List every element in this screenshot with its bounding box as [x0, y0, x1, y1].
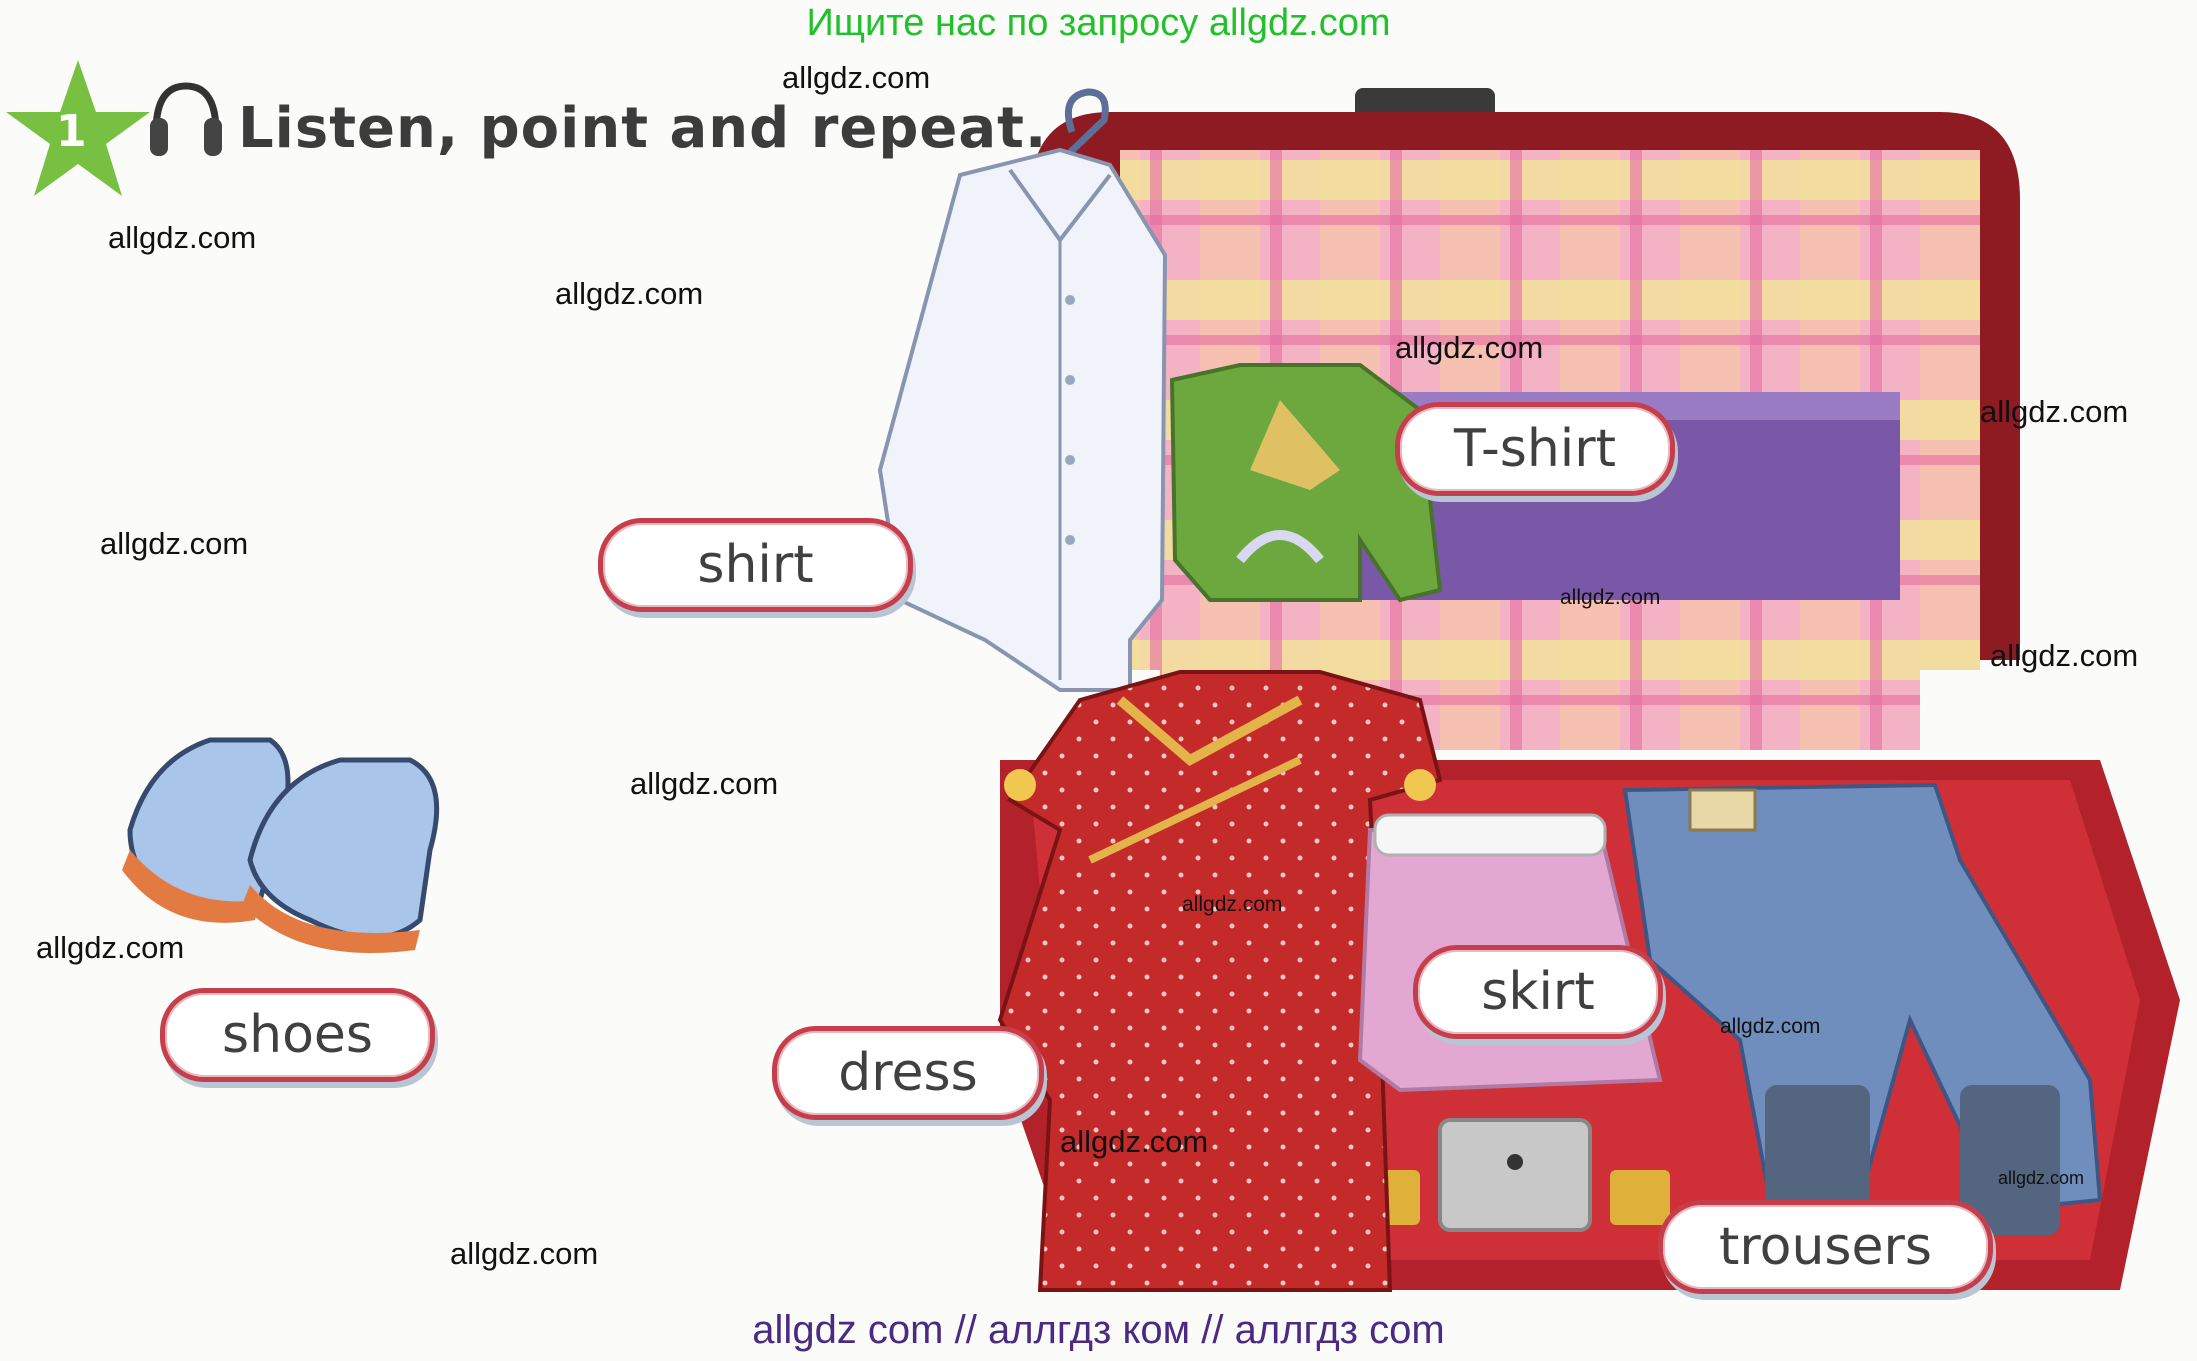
watermark: allgdz.com: [1998, 1168, 2085, 1188]
label-dress[interactable]: dress: [772, 1026, 1044, 1120]
exercise-number: 1: [56, 106, 87, 157]
label-skirt[interactable]: skirt: [1413, 945, 1663, 1039]
watermark: allgdz.com: [1980, 394, 2129, 429]
banner-bottom[interactable]: allgdz com // аллгдз ком // аллгдз com: [752, 1308, 1445, 1352]
shoes-illustration: [122, 737, 440, 953]
star-icon: [6, 60, 150, 196]
watermark: allgdz.com: [1182, 893, 1283, 916]
watermark: allgdz.com: [450, 1236, 599, 1271]
watermark: allgdz.com: [1560, 586, 1661, 609]
label-trousers[interactable]: trousers: [1658, 1200, 1993, 1294]
watermark: allgdz.com: [1060, 1124, 1209, 1159]
watermark: allgdz.com: [1720, 1015, 1821, 1038]
watermark: allgdz.com: [1990, 638, 2139, 673]
banner-top[interactable]: Ищите нас по запросу allgdz.com: [806, 2, 1391, 44]
watermark: allgdz.com: [100, 526, 249, 561]
label-tshirt[interactable]: T-shirt: [1395, 402, 1675, 496]
tshirt-illustration: [1169, 363, 1443, 603]
label-shoes[interactable]: shoes: [160, 988, 435, 1082]
headphones-icon: [150, 82, 222, 156]
trousers-illustration: [1622, 782, 2103, 1235]
label-shirt[interactable]: shirt: [598, 518, 913, 612]
shirt-illustration: [877, 88, 1168, 692]
watermark: allgdz.com: [782, 60, 931, 95]
watermark: allgdz.com: [108, 220, 257, 255]
watermark: allgdz.com: [36, 930, 185, 965]
dress-illustration: [997, 670, 1443, 1292]
watermark: allgdz.com: [555, 276, 704, 311]
watermark: allgdz.com: [630, 766, 779, 801]
exercise-title: Listen, point and repeat.: [238, 96, 1048, 161]
watermark: allgdz.com: [1395, 330, 1544, 365]
